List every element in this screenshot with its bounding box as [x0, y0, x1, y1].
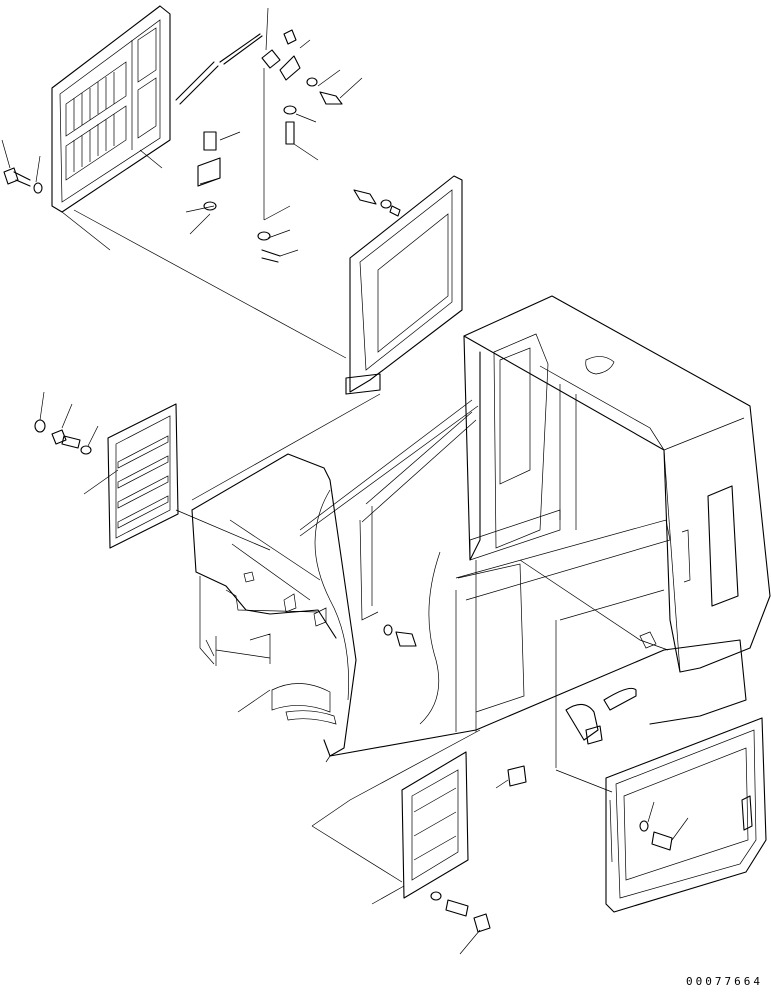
bolt-left-top — [1, 139, 43, 194]
upper-right-frame — [345, 175, 463, 395]
main-cab-frame — [191, 295, 771, 763]
top-left-grille-door — [51, 5, 171, 251]
drawing-number: 00077664 — [686, 975, 763, 988]
reference-lines — [73, 209, 557, 827]
rods — [175, 33, 263, 105]
bottom-louver-panel — [311, 751, 491, 955]
bottom-right-door-frame — [555, 717, 767, 913]
left-louver-panel — [34, 391, 179, 549]
bracket-parts — [495, 703, 603, 789]
hinge-hardware — [185, 7, 363, 263]
